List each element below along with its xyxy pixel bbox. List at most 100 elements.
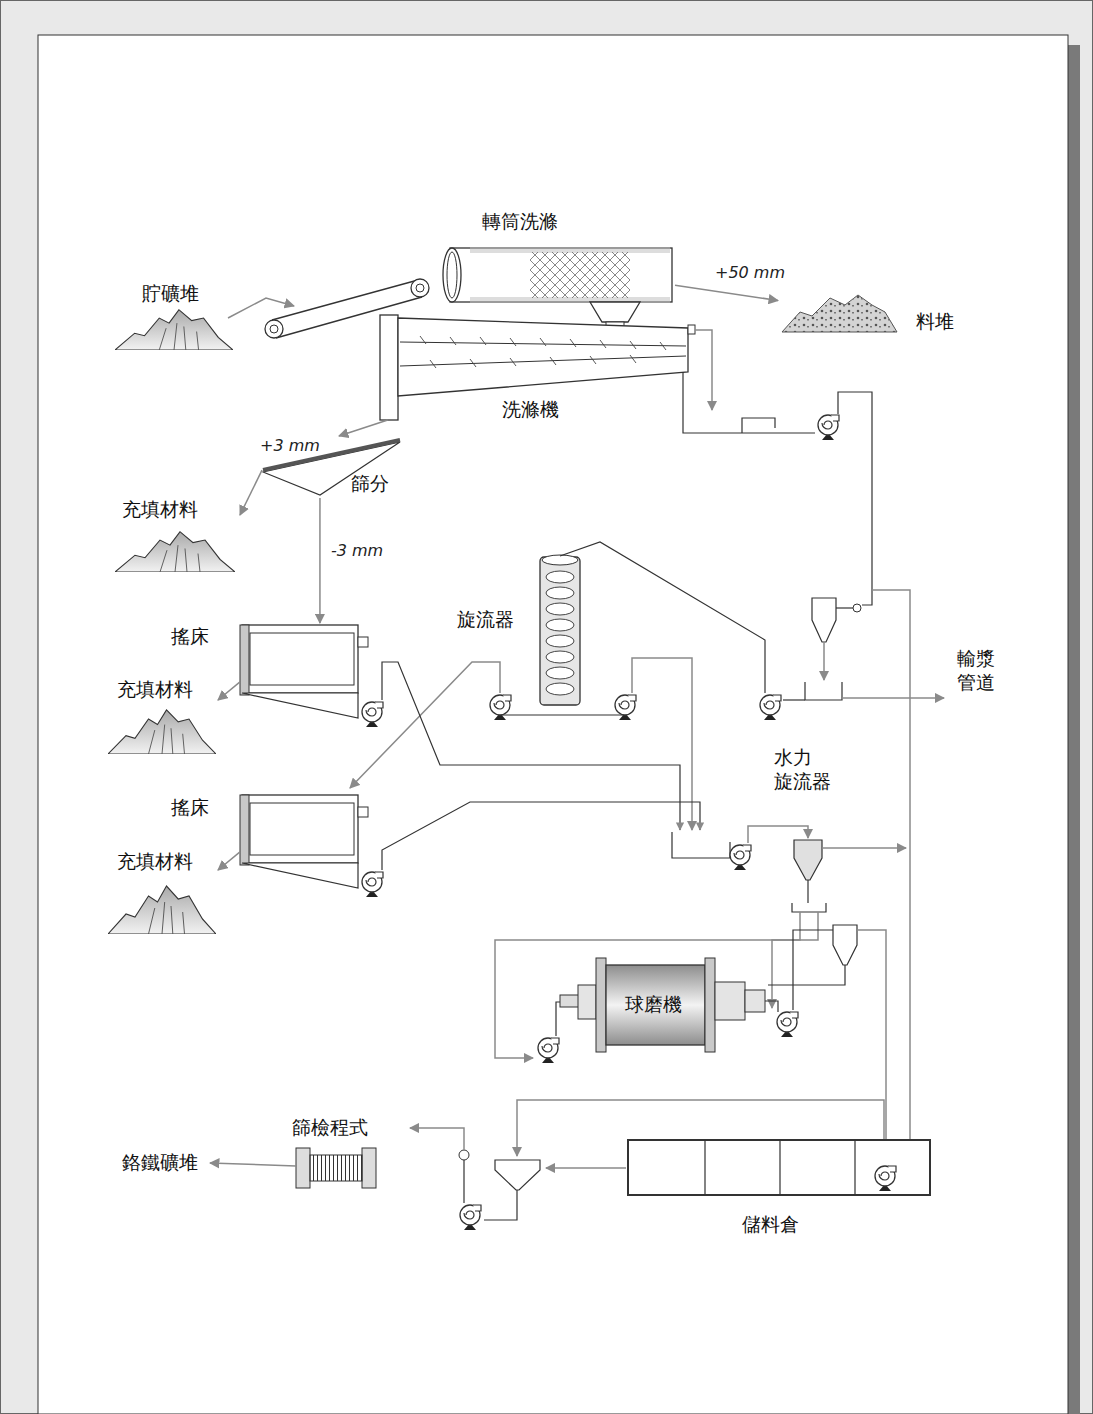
piping [546,1167,626,1169]
piping [807,880,808,903]
shaking-table-2 [242,795,358,863]
log-washer [742,418,775,433]
node-label: 儲料倉 [742,1213,799,1237]
piping [842,697,944,699]
piping [772,912,818,1008]
piping [463,1160,464,1203]
flow-arrow [319,498,321,623]
pump-symbol [875,1166,896,1191]
piping [823,642,825,680]
pump-symbol [538,1038,559,1063]
fill-pile: 充填材料 [100,496,240,572]
size-label: -3 mm [329,541,385,560]
node-label: 充填材料 [117,850,193,874]
shaking-table-1 [242,625,358,693]
ball-mill-body [560,995,580,1007]
shaking-table-2 [242,863,358,888]
shaking-table-1 [240,625,368,718]
piping [560,542,765,693]
node-label: 充填材料 [117,678,193,702]
trommel-drum [447,252,457,298]
storage-bin: 儲料倉 [628,1140,930,1195]
flow-arrow [218,852,240,870]
spiral-cyclone-body [540,555,580,705]
piping [872,590,910,1178]
screen-filter: 篩檢程式 [296,1148,376,1188]
node-label: 搖床 [171,625,209,649]
node-label: 轉筒洗滌 [482,210,558,234]
log-washer [380,315,815,433]
conveyor-belt [411,279,429,297]
spiral-cyclone-body [546,619,574,631]
spiral-cyclone-body [546,667,574,679]
shaking-table: 搖床 [240,623,380,721]
trommel-drum [470,250,670,300]
storage-bin-body [705,1140,855,1195]
spiral-cyclone: 旋流器 [538,555,582,707]
node-label: 搖床 [171,796,209,820]
conveyor-belt [270,325,278,333]
flow-arrow [210,1163,296,1166]
piping [793,930,833,1010]
log-washer: 洗滌機 [380,315,690,420]
spiral-cyclone-body [546,651,574,663]
node-label: 貯礦堆 [142,282,199,306]
fill-pile-symbol [108,532,235,934]
ball-mill-body [715,982,745,1020]
spiral-cyclone-body [546,603,574,615]
spiral-cyclone-body [542,555,578,565]
log-washer [420,336,666,368]
node-label: 旋流器 [457,608,514,632]
piping [382,662,680,830]
screen-filter-body [310,1155,362,1181]
fill-pile-symbol [108,886,216,934]
ball-mill-body [596,958,606,1052]
piping [765,1001,778,1012]
pump-symbol [777,1012,798,1037]
ball-mill-body [606,965,705,1045]
piping [500,714,625,715]
node-label: 充填材料 [122,498,198,522]
shaking-table-2 [240,795,368,888]
log-washer [398,318,688,396]
feed-arrow [228,298,294,318]
trommel-drum [530,252,630,298]
oversize-pile [782,295,897,332]
log-washer [688,325,695,334]
piping [632,658,692,830]
ball-mill-body [745,990,765,1012]
trommel-drum [443,248,461,302]
piping [495,1160,540,1190]
pump-symbol [362,415,896,1230]
spiral-cyclone-body [546,587,574,599]
piping [350,662,500,788]
node-label: 輸漿 管道 [957,647,999,695]
pump-symbol [730,845,751,870]
oversize-pile: 料堆 [778,288,958,338]
ball-mill: 球磨機 [600,962,706,1048]
slurry-pipeline: 輸漿 管道 [948,640,1008,702]
log-washer [400,342,686,366]
fill-pile-symbol [108,710,216,754]
ball-mill-body [578,985,596,1019]
storage-bin-body [628,1140,930,1195]
piping [768,965,845,985]
spiral-cyclone-body [546,635,574,647]
page-frame [1068,45,1080,1414]
piping [556,1002,560,1036]
pump-symbol [460,1205,481,1230]
pump-symbol [760,695,781,720]
trommel-drum [450,248,672,302]
screen-filter-body [296,1148,376,1188]
trommel-drum [443,248,672,332]
log-washer [695,330,712,410]
storage-bin-body [628,1140,930,1195]
node-label: 鉻鐵礦堆 [122,1151,198,1175]
piping [838,392,872,605]
piping [350,392,944,1220]
conveyor-belt [272,280,418,320]
trommel-scrubber: 轉筒洗滌 [443,245,675,305]
stockpile-symbol [115,310,233,350]
